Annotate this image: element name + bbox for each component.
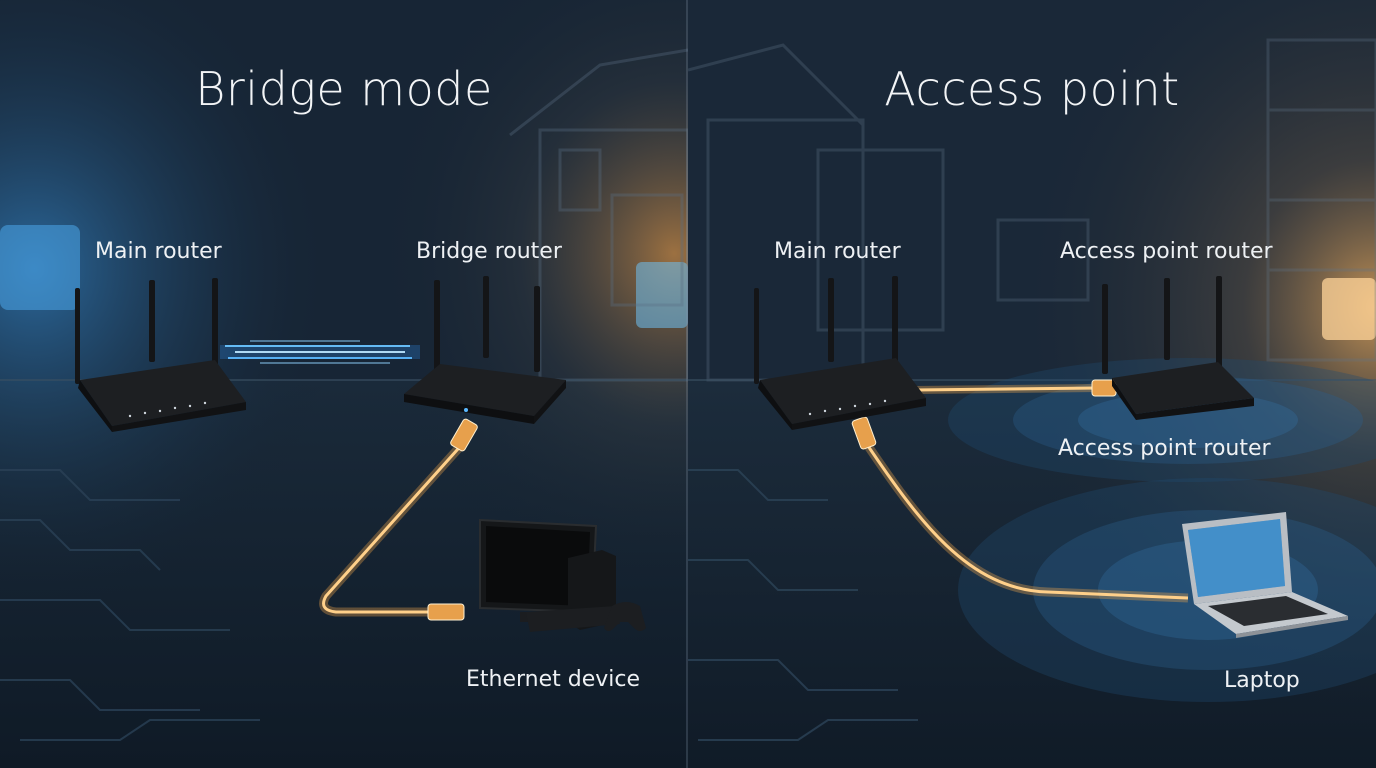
access-point-router-label: Access point router <box>1060 239 1273 264</box>
game-console-icon <box>526 550 620 632</box>
rj45-connector-icon <box>427 418 478 621</box>
access-point-title: Access point <box>884 62 1180 116</box>
access-point-router-label-secondary: Access point router <box>1058 436 1271 461</box>
bridge-mode-panel: Bridge mode <box>0 0 688 768</box>
bridge-mode-title: Bridge mode <box>195 62 493 116</box>
bridge-router-label: Bridge router <box>416 239 562 264</box>
router-icon <box>404 276 566 424</box>
bridge-mode-diagram <box>75 276 646 632</box>
controller-icon <box>604 602 646 631</box>
panel-divider <box>686 0 689 768</box>
main-router-label: Main router <box>95 239 222 264</box>
ethernet-cable-icon <box>860 437 1189 603</box>
access-point-diagram <box>754 276 1348 638</box>
ethernet-cable-icon <box>319 436 470 617</box>
wireless-link <box>220 340 420 364</box>
router-icon <box>1102 276 1254 420</box>
rj45-connector-icon <box>851 379 1117 450</box>
laptop-icon <box>1182 512 1348 638</box>
ethernet-cable-icon <box>913 384 1099 394</box>
router-icon <box>754 276 926 430</box>
router-icon <box>75 278 246 432</box>
laptop-label: Laptop <box>1224 668 1300 693</box>
access-point-panel: Access point <box>688 0 1376 768</box>
ethernet-device-label: Ethernet device <box>466 667 641 692</box>
main-router-label: Main router <box>774 239 901 264</box>
